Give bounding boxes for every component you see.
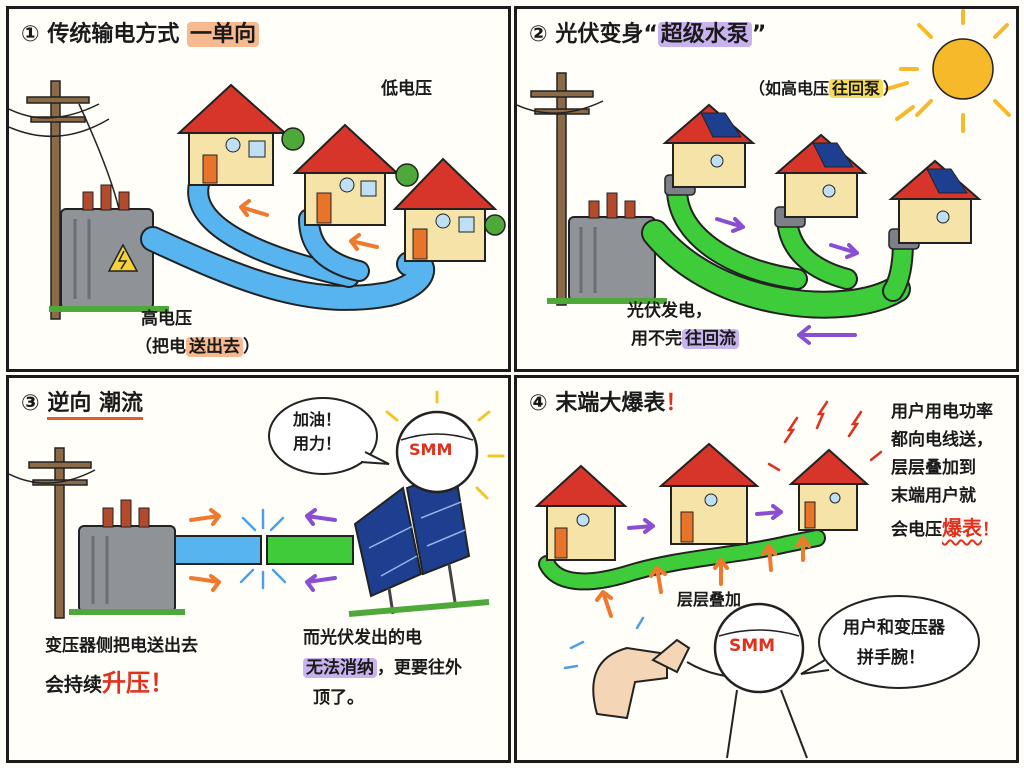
side-text-line4: 末端用户就 [891, 486, 976, 506]
transformer-icon [49, 184, 169, 312]
utility-pole-icon [9, 447, 96, 619]
pv-output-text: 而光伏发出的电 [303, 628, 422, 648]
panel1-illustration [9, 80, 506, 320]
solar-panel-icon [348, 468, 490, 617]
panel-traditional-transmission: ① 传统输电方式 一单向 低电压 高电压 （把电送出去） [6, 6, 511, 372]
house-with-solar-icon [662, 103, 756, 188]
green-pipe-icon [641, 178, 914, 319]
smm-mascot-icon [713, 602, 808, 759]
bubble-line1: 用户和变压器 [843, 618, 945, 638]
transformer-icon [547, 192, 667, 304]
smm-mascot-icon [385, 390, 505, 500]
push-out-text: 顶了。 [313, 688, 364, 708]
house-with-solar-icon [774, 133, 868, 218]
smm-label: SMM [409, 440, 453, 459]
high-voltage-label: 高电压 [141, 309, 192, 329]
low-voltage-label: 低电压 [381, 79, 432, 99]
house-with-solar-icon [888, 159, 982, 244]
speech-bubble-icon [268, 397, 390, 475]
pv-cannot-absorb-text: 无法消纳，更要往外 [303, 658, 462, 679]
panel2-illustration [517, 9, 1011, 345]
side-text-line5: 会电压爆表！ [891, 516, 999, 540]
orange-arrow-icon [239, 199, 379, 251]
utility-pole-icon [517, 72, 604, 306]
house-icon [658, 442, 760, 545]
blue-pipe-icon [140, 173, 435, 311]
house-icon [788, 448, 870, 531]
panel3-illustration [9, 390, 505, 619]
side-text-line3: 层层叠加到 [891, 458, 976, 478]
tree-icon [281, 127, 506, 236]
panel4-title: ④ 末端大爆表！ [529, 391, 688, 416]
send-out-label: （把电送出去） [135, 337, 260, 357]
panel-pv-super-pump: ② 光伏变身“超级水泵” （如高电压往回泵） 光伏发电， 用不完往回流 [514, 6, 1019, 372]
green-pipe-icon [266, 535, 354, 565]
panel3-title: ③ 逆向 潮流 [21, 390, 143, 420]
pv-generation-label: 光伏发电， [627, 301, 712, 321]
purple-arrow-icon [627, 504, 783, 534]
panel-end-overvoltage: ④ 末端大爆表！ 用户用电功率 都向电线送， 层层叠加到 末端用户就 会电压爆表… [514, 375, 1019, 763]
pump-note: （如高电压往回泵） [749, 79, 900, 98]
spark-icon [767, 400, 883, 472]
panel4-illustration [534, 400, 980, 759]
panel-reverse-flow: ③ 逆向 潮流 加油！ 用力！ SMM 变压器侧把电送出去 会持续升压！ 而光伏… [6, 375, 511, 763]
orange-up-arrow-icon [595, 536, 811, 618]
stacking-label: 层层叠加 [677, 590, 742, 609]
backflow-label: 用不完往回流 [631, 329, 739, 350]
house-icon [176, 83, 288, 186]
collision-splash-icon [239, 508, 287, 590]
panel2-title: ② 光伏变身“超级水泵” [529, 22, 767, 47]
transformer-icon [69, 499, 185, 615]
voltage-rise-text: 会持续升压！ [45, 669, 175, 697]
green-pipe-icon [538, 529, 826, 591]
sun-icon [885, 9, 1011, 133]
bubble-cheer-line2: 用力！ [293, 434, 342, 453]
orange-arrow-icon [189, 508, 221, 592]
utility-pole-icon [9, 80, 120, 320]
house-icon [292, 123, 400, 226]
panel1-title: ① 传统输电方式 一单向 [21, 21, 260, 49]
speech-bubble-icon [800, 595, 980, 689]
transformer-side-text: 变压器侧把电送出去 [45, 636, 198, 656]
smm-label: SMM [729, 636, 776, 656]
house-icon [392, 157, 498, 262]
purple-arrow-icon [715, 217, 859, 345]
side-text-line2: 都向电线送， [891, 430, 993, 450]
house-icon [534, 464, 628, 561]
purple-arrow-icon [305, 508, 337, 592]
side-text-line1: 用户用电功率 [891, 402, 993, 422]
bubble-line2: 拼手腕！ [857, 648, 925, 668]
bubble-cheer-line1: 加油！ [293, 410, 342, 429]
blue-pipe-icon [174, 535, 262, 565]
